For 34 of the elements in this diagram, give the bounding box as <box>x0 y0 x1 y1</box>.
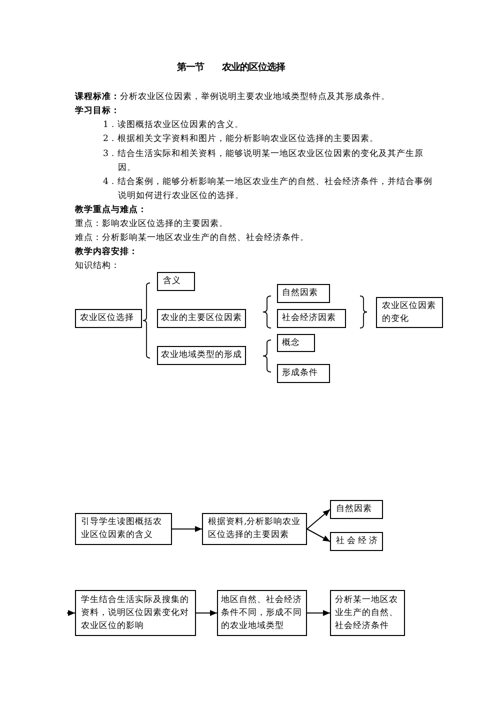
arrow <box>66 610 76 616</box>
concept-box: 形成条件 <box>277 364 330 383</box>
concept-box: 社会经济因素 <box>277 309 346 328</box>
list-item: 4．结合案例，能够分析影响某一地区农业生产的自然、社会经济条件，并结合事例说明如何进行农业区位的选择。 <box>103 176 434 203</box>
concept-box: 含义 <box>157 272 195 291</box>
step-box: 社会经济 <box>330 532 383 551</box>
step-box: 根据资料,分析影响农业区位选择的主要因素 <box>202 513 307 545</box>
arrow <box>306 610 330 616</box>
concept-box: 农业地域类型的形成 <box>157 346 246 365</box>
concept-box: 概念 <box>277 334 315 352</box>
paragraph: 知识结构： <box>75 260 121 273</box>
concept-box: 农业的主要区位因素 <box>157 309 246 328</box>
list-item: 3．结合生活实际和相关资料，能够说明某一地区农业区位因素的变化及其产生原因。 <box>103 148 424 175</box>
step-box: 自然因素 <box>330 500 383 519</box>
arrow <box>306 528 330 542</box>
step-box: 引导学生读图概括农业区位因素的含义 <box>75 513 172 545</box>
paragraph: 重点：影响农业区位选择的主要因素。 <box>75 218 229 231</box>
concept-box: 自然因素 <box>277 284 330 303</box>
concept-box: 农业区位因素的变化 <box>376 297 443 328</box>
list-item: 1．读图概括农业区位因素的含义。 <box>103 119 244 132</box>
arrow <box>306 509 330 530</box>
page-title: 第一节 农业的区位选择 <box>176 61 286 75</box>
section-heading: 教学重点与难点： <box>75 204 148 217</box>
paragraph: 难点：分析影响某一地区农业生产的自然、社会经济条件。 <box>75 232 310 245</box>
step-box: 分析某一地区农业生产的自然、社会经济条件 <box>330 590 405 636</box>
list-item: 2．根据相关文字资料和图片，能分析影响农业区位选择的主要因素。 <box>103 132 380 146</box>
paragraph: 课程标准：分析农业区位因素，举例说明主要农业地域类型特点及其形成条件。 <box>75 90 391 104</box>
section-heading: 教学内容安排： <box>75 246 139 259</box>
step-box: 学生结合生活实际及搜集的资料，说明区位因素变化对农业区位的影响 <box>75 590 196 636</box>
section-heading: 学习目标： <box>75 105 121 118</box>
arrow <box>196 610 218 616</box>
arrow <box>172 526 202 532</box>
concept-box: 农业区位选择 <box>75 309 142 328</box>
step-box: 地区自然、社会经济条件不同，形成不同的农业地域类型 <box>217 590 307 636</box>
